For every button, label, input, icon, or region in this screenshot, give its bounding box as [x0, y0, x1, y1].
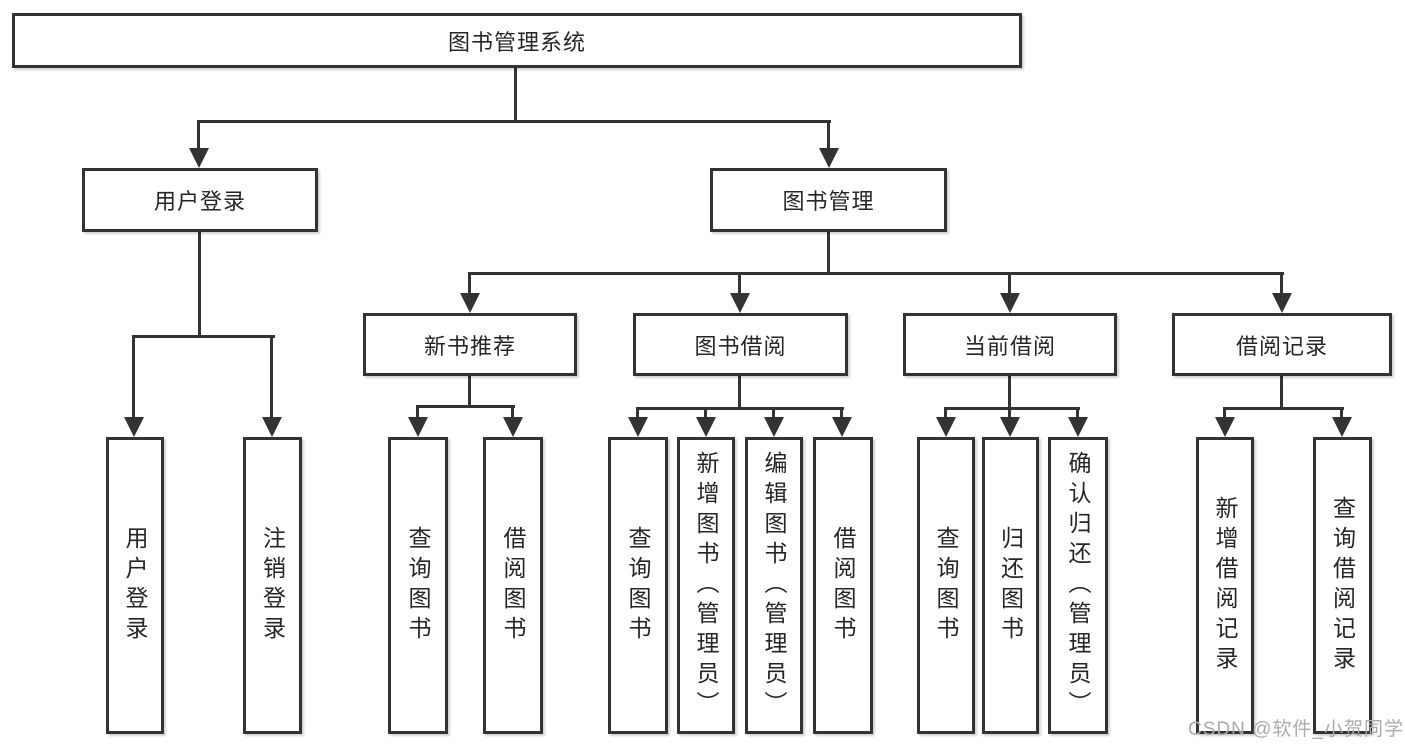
node-book-management: 图书管理	[710, 168, 947, 232]
arrow-down-icon	[819, 148, 839, 168]
watermark-text: CSDN @软件_小贺同学	[1188, 719, 1404, 740]
node-user-login: 用户登录	[82, 168, 318, 232]
arrow-down-icon	[730, 293, 750, 313]
arrow-down-icon	[936, 417, 956, 437]
arrow-down-icon	[262, 417, 282, 437]
arrow-down-icon	[189, 148, 209, 168]
connector-line	[198, 231, 201, 336]
connector-line	[197, 120, 831, 123]
connector-line	[772, 407, 775, 419]
connector-line	[840, 407, 843, 419]
node-current-borrowing: 当前借阅	[903, 313, 1117, 376]
arrow-down-icon	[1000, 417, 1020, 437]
connector-line	[1280, 272, 1283, 295]
connector-line	[1280, 375, 1283, 408]
leaf-query-books-current: 查询图书	[917, 437, 975, 734]
connector-line	[1223, 407, 1344, 410]
connector-line	[827, 232, 830, 273]
leaf-edit-book-admin: 编辑图书（管理员）	[745, 437, 803, 734]
leaf-borrow-books-recommend: 借阅图书	[483, 437, 543, 734]
arrow-down-icon	[1215, 417, 1235, 437]
node-library-management-system: 图书管理系统	[12, 13, 1022, 68]
leaf-query-books-recommend: 查询图书	[388, 437, 448, 734]
arrow-down-icon	[764, 417, 784, 437]
arrow-down-icon	[628, 417, 648, 437]
leaf-confirm-return-admin: 确认归还（管理员）	[1048, 437, 1108, 734]
connector-line	[270, 335, 273, 419]
leaf-user-login: 用户登录	[106, 437, 164, 734]
connector-line	[416, 405, 515, 408]
connector-line	[1340, 407, 1343, 419]
connector-line	[738, 376, 741, 408]
leaf-borrow-books-borrowing: 借阅图书	[813, 437, 873, 734]
connector-line	[1223, 407, 1226, 419]
leaf-query-books-borrowing: 查询图书	[608, 437, 668, 734]
connector-line	[944, 407, 947, 419]
connector-line	[1008, 376, 1011, 408]
connector-line	[704, 407, 707, 419]
node-new-book-recommendation: 新书推荐	[363, 313, 577, 376]
connector-line	[514, 67, 517, 121]
connector-line	[738, 272, 741, 295]
connector-line	[827, 120, 830, 151]
arrow-down-icon	[124, 417, 144, 437]
node-book-borrowing: 图书借阅	[633, 313, 848, 376]
connector-line	[132, 335, 275, 338]
connector-line	[511, 405, 514, 419]
leaf-logout: 注销登录	[243, 437, 302, 734]
arrow-down-icon	[696, 417, 716, 437]
connector-line	[944, 407, 1080, 410]
leaf-return-books: 归还图书	[982, 437, 1039, 734]
connector-line	[197, 120, 200, 151]
arrow-down-icon	[1000, 293, 1020, 313]
arrow-down-icon	[1272, 293, 1292, 313]
leaf-add-borrow-record: 新增借阅记录	[1196, 437, 1254, 734]
leaf-query-borrow-record: 查询借阅记录	[1313, 437, 1372, 734]
connector-line	[132, 335, 135, 419]
connector-line	[1076, 407, 1079, 419]
connector-line	[636, 407, 639, 419]
leaf-add-book-admin: 新增图书（管理员）	[677, 437, 735, 734]
arrow-down-icon	[1068, 417, 1088, 437]
connector-line	[416, 405, 419, 419]
connector-line	[468, 375, 471, 406]
connector-line	[1008, 407, 1011, 419]
connector-line	[636, 407, 844, 410]
arrow-down-icon	[460, 293, 480, 313]
arrow-down-icon	[408, 417, 428, 437]
node-borrowing-records: 借阅记录	[1172, 313, 1392, 376]
connector-line	[1008, 272, 1011, 295]
connector-line	[468, 272, 471, 295]
arrow-down-icon	[1332, 417, 1352, 437]
arrow-down-icon	[503, 417, 523, 437]
arrow-down-icon	[832, 417, 852, 437]
connector-line	[468, 272, 1284, 275]
